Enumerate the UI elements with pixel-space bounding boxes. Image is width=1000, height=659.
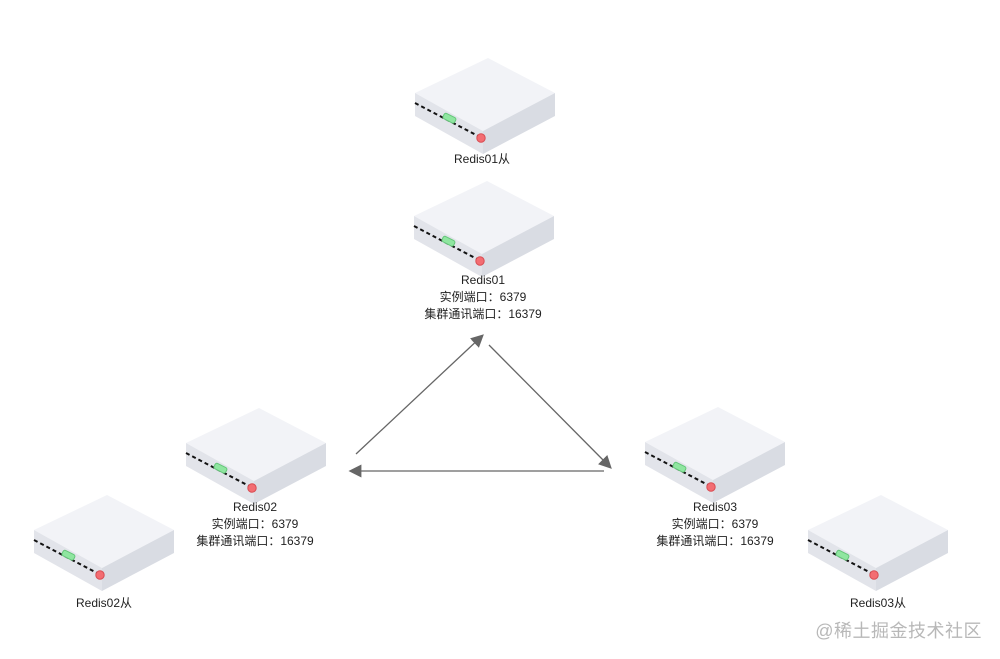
server-icon xyxy=(414,58,555,154)
redis02-slave-label: Redis02从 xyxy=(52,595,156,612)
node-name: Redis02 xyxy=(232,500,278,514)
server-icon xyxy=(807,495,948,591)
cluster-port: 集群通讯端口：16379 xyxy=(656,534,774,548)
redis03-label: Redis03 实例端口：6379 集群通讯端口：16379 xyxy=(636,499,794,550)
server-icon xyxy=(33,495,174,591)
cluster-port: 集群通讯端口：16379 xyxy=(196,534,314,548)
node-name: Redis01 xyxy=(460,273,506,287)
redis01-slave-server xyxy=(399,58,569,154)
instance-port: 实例端口：6379 xyxy=(671,517,759,531)
redis03-slave-server xyxy=(792,495,962,591)
watermark-text: @稀土掘金技术社区 xyxy=(815,621,982,641)
server-icon xyxy=(413,181,554,277)
node-name: Redis01从 xyxy=(453,152,511,166)
redis03-slave-label: Redis03从 xyxy=(826,595,930,612)
redis01-slave-label: Redis01从 xyxy=(436,151,528,168)
cluster-port: 集群通讯端口：16379 xyxy=(424,307,542,321)
node-name: Redis03从 xyxy=(849,596,907,610)
edge-redis01-to-redis03 xyxy=(488,344,612,469)
redis03-server xyxy=(629,407,799,503)
redis02-label: Redis02 实例端口：6379 集群通讯端口：16379 xyxy=(176,499,334,550)
redis02-server xyxy=(170,408,340,504)
instance-port: 实例端口：6379 xyxy=(211,517,299,531)
server-icon xyxy=(185,408,326,504)
redis02-slave-server xyxy=(18,495,188,591)
instance-port: 实例端口：6379 xyxy=(439,290,527,304)
redis01-label: Redis01 实例端口：6379 集群通讯端口：16379 xyxy=(404,272,562,323)
redis01-server xyxy=(398,181,568,277)
server-icon xyxy=(644,407,785,503)
edge-redis02-to-redis01 xyxy=(355,334,484,455)
node-name: Redis03 xyxy=(692,500,738,514)
node-name: Redis02从 xyxy=(75,596,133,610)
